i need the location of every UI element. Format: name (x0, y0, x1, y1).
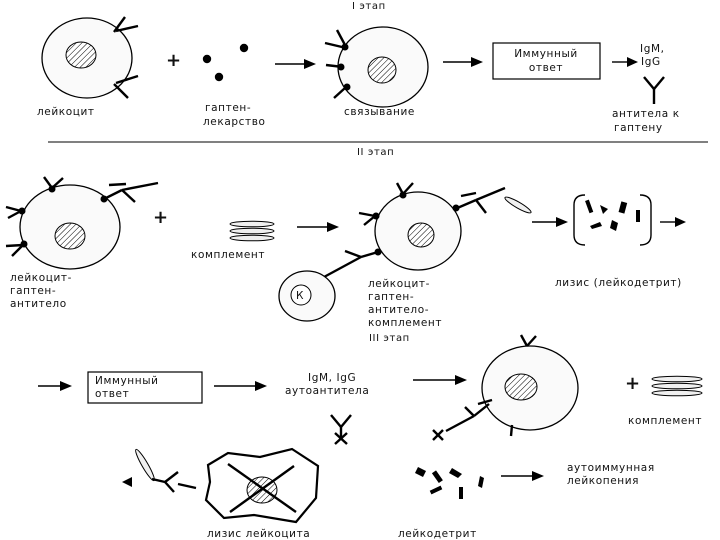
stage3-result-label-1: аутоиммунная (567, 462, 655, 474)
stage1-binding-label: связывание (344, 106, 415, 118)
stage1-immune-response-box: Иммунный ответ (492, 42, 601, 80)
svg-text:ответ: ответ (95, 388, 129, 400)
arrow-to-antibodies (612, 57, 638, 67)
stage1-ig-label-2: IgG (641, 56, 661, 68)
arrow-to-result (501, 471, 544, 481)
complement-proteins (229, 220, 275, 242)
stage3-auto-label-2: аутоантитела (285, 385, 369, 397)
stage2-complex-label-2: гаптен- (10, 285, 56, 297)
stage3-debris (415, 467, 484, 499)
stage2-complex-cell (5, 176, 159, 270)
stage3-title: III этап (369, 333, 410, 344)
stage1-hapten-label-2: лекарство (203, 116, 266, 128)
stage2-title: II этап (357, 147, 394, 158)
stage1-ig-label-1: IgM, (640, 43, 665, 55)
stage1-antibodies-label-1: антитела к (612, 108, 680, 120)
stage1-title: I этап (352, 1, 386, 12)
stage2-full-label-4: комплемент (368, 317, 442, 329)
autoantibody-icon (330, 414, 352, 445)
svg-text:Иммунный: Иммунный (95, 375, 159, 387)
stage3-complement-label: комплемент (628, 415, 702, 427)
hapten-molecules (202, 43, 249, 82)
stage3-result-label-2: лейкопения (567, 475, 639, 487)
stage2-full-label-2: гаптен- (368, 291, 414, 303)
stage1-hapten-label-1: гаптен- (205, 102, 251, 114)
stage3-lysed-cell (122, 447, 320, 524)
arrow-to-immune-response (443, 57, 483, 67)
plus-sign: + (625, 373, 640, 394)
stage1-antibodies-label-2: гаптену (614, 122, 663, 134)
plus-sign: + (153, 207, 168, 228)
arrow-to-full-complex (297, 222, 339, 232)
arrow-into-immune (38, 381, 72, 391)
arrow-to-binding (275, 59, 316, 69)
stage3-auto-label-1: IgM, IgG (308, 372, 356, 384)
arrow-after-lysis (660, 217, 686, 227)
stage2-lysis-label: лизис (лейкодетрит) (555, 277, 682, 289)
stage1-leukocyte-cell (41, 16, 139, 99)
svg-text:К: К (296, 290, 304, 302)
arrow-to-lysis (532, 217, 568, 227)
stage3-debris-label: лейкодетрит (398, 528, 477, 540)
plus-sign: + (166, 50, 181, 71)
stage2-full-label-3: антитело- (368, 304, 429, 316)
killer-cell: К (278, 270, 336, 322)
arrow-to-target-cell (413, 375, 467, 385)
svg-text:ответ: ответ (529, 62, 563, 74)
stage3-complement-proteins (651, 375, 703, 397)
svg-text:Иммунный: Иммунный (514, 48, 578, 60)
stage3-immune-response-box: Иммунный ответ (87, 371, 203, 404)
antibody-y-icon (643, 76, 665, 104)
stage2-full-label-1: лейкоцит- (368, 278, 430, 290)
stage2-complex-label-1: лейкоцит- (10, 272, 72, 284)
stage1-binding-cell (324, 26, 429, 108)
stage3-cell-lysis-label: лизис лейкоцита (207, 528, 310, 540)
stage1-leukocyte-label: лейкоцит (37, 106, 95, 118)
lysis-debris (573, 194, 652, 246)
stage2-complex-label-3: антитело (10, 298, 67, 310)
stage3-target-cell (432, 334, 579, 441)
stage2-full-complex-cell (323, 182, 532, 279)
stage2-complement-label: комплемент (191, 249, 265, 261)
arrow-to-autoantibodies (214, 381, 267, 391)
